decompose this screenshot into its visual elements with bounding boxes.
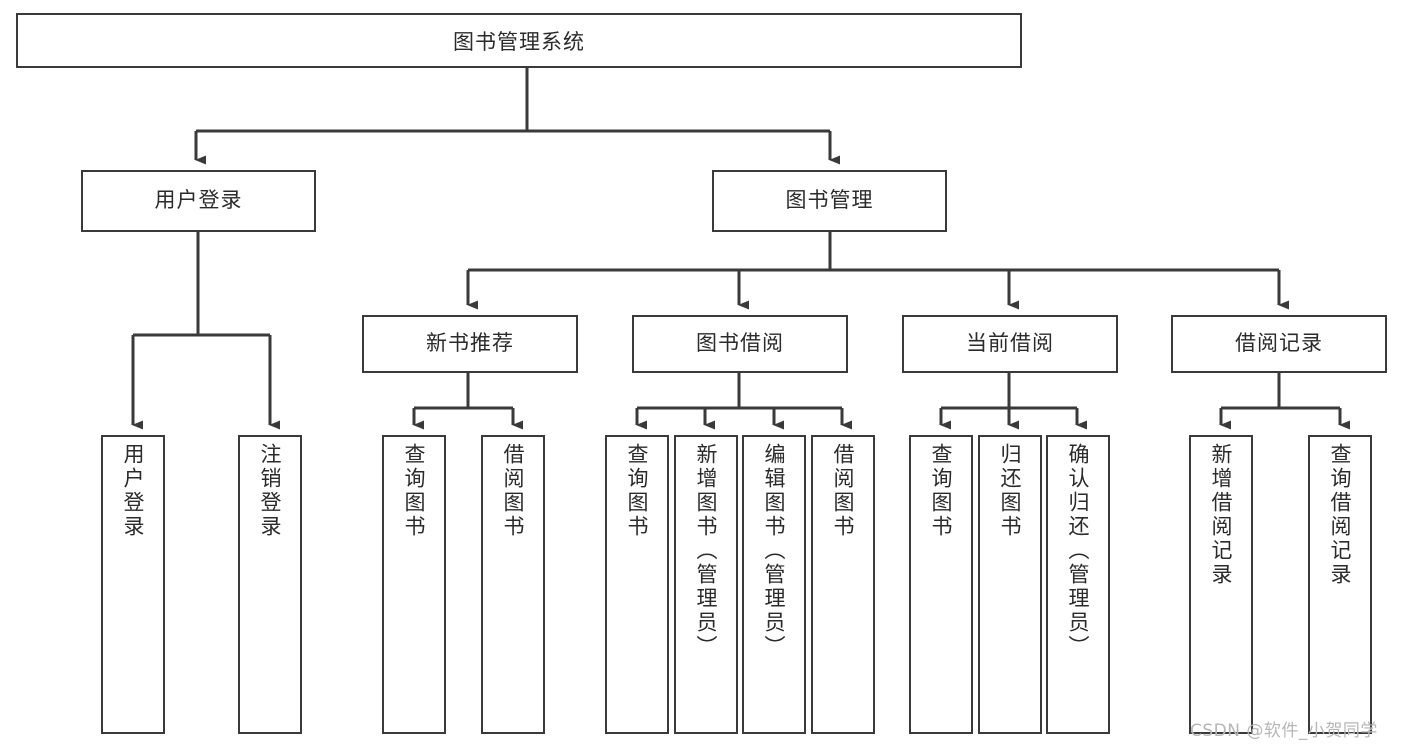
node-label: 注销登录	[258, 443, 283, 539]
leaf-borrow-book-2[interactable]: 借阅图书	[811, 435, 875, 734]
node-current-borrow[interactable]: 当前借阅	[902, 315, 1118, 373]
node-user-login[interactable]: 用户登录	[81, 170, 316, 232]
node-label: 查询图书	[929, 443, 954, 539]
node-label: 编辑图书（管理员）	[762, 443, 787, 659]
node-label: 确认归还（管理员）	[1066, 443, 1091, 659]
node-label: 图书管理	[785, 188, 874, 213]
node-label: 新增借阅记录	[1209, 443, 1234, 587]
node-label: 借阅图书	[831, 443, 856, 539]
leaf-user-login[interactable]: 用户登录	[101, 435, 165, 734]
node-label: 新书推荐	[426, 331, 514, 356]
leaf-borrow-book-1[interactable]: 借阅图书	[481, 435, 545, 734]
leaf-return-book[interactable]: 归还图书	[978, 435, 1042, 734]
node-label: 查询图书	[625, 443, 650, 539]
node-label: 借阅记录	[1235, 331, 1323, 356]
node-label: 用户登录	[121, 443, 146, 539]
leaf-edit-book[interactable]: 编辑图书（管理员）	[742, 435, 806, 734]
node-label: 用户登录	[154, 188, 243, 213]
leaf-query-book-3[interactable]: 查询图书	[909, 435, 973, 734]
node-label: 当前借阅	[966, 331, 1054, 356]
csdn-watermark: CSDN @软件_小贺同学	[1190, 721, 1378, 741]
leaf-add-record[interactable]: 新增借阅记录	[1189, 435, 1253, 734]
node-label: 新增图书（管理员）	[694, 443, 719, 659]
node-label: 查询图书	[402, 443, 427, 539]
node-label: 查询借阅记录	[1328, 443, 1353, 587]
leaf-add-book[interactable]: 新增图书（管理员）	[674, 435, 738, 734]
node-book-borrow[interactable]: 图书借阅	[632, 315, 848, 373]
node-book-manage[interactable]: 图书管理	[712, 170, 947, 232]
node-label: 借阅图书	[501, 443, 526, 539]
node-new-book-recommend[interactable]: 新书推荐	[362, 315, 578, 373]
leaf-query-book-2[interactable]: 查询图书	[605, 435, 669, 734]
node-label: 归还图书	[998, 443, 1023, 539]
node-borrow-record[interactable]: 借阅记录	[1171, 315, 1387, 373]
node-root-system[interactable]: 图书管理系统	[16, 13, 1022, 68]
node-label: 图书借阅	[696, 331, 784, 356]
leaf-user-logout[interactable]: 注销登录	[238, 435, 302, 734]
leaf-query-book-1[interactable]: 查询图书	[382, 435, 446, 734]
leaf-query-record[interactable]: 查询借阅记录	[1308, 435, 1372, 734]
leaf-confirm-return[interactable]: 确认归还（管理员）	[1046, 435, 1110, 734]
node-label: 图书管理系统	[453, 29, 585, 54]
